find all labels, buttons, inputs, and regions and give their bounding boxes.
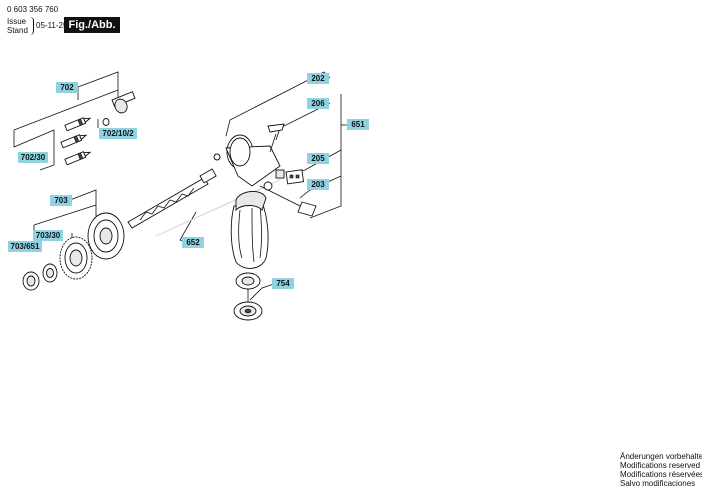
seal-and-end-cap: [233, 272, 263, 321]
callout-754: 754: [272, 278, 294, 289]
drill-bit: [127, 168, 217, 229]
callout-702-10-2-text: 702/10/2: [102, 129, 134, 138]
threaded-bolt: [259, 181, 317, 217]
issue-date: 05-11-25: [36, 21, 68, 30]
callout-203-text: 203: [311, 180, 325, 189]
callout-651: 651: [347, 119, 369, 130]
callout-703-651: 703/651: [8, 241, 42, 252]
stand-label: Stand: [7, 26, 28, 35]
depth-stop-rod: [155, 179, 281, 237]
callout-651-text: 651: [351, 120, 365, 129]
callout-703: 703: [50, 195, 72, 206]
callout-703-651-text: 703/651: [11, 242, 40, 251]
callout-205: 205: [307, 153, 329, 164]
issue-stand-label: Issue Stand: [7, 17, 28, 35]
callout-652-text: 652: [186, 238, 200, 247]
callout-206-text: 206: [311, 99, 325, 108]
small-washer: [102, 118, 110, 126]
part-number: 0 603 356 760: [7, 5, 59, 14]
callout-702-30: 702/30: [18, 152, 48, 163]
handle-grip: [230, 191, 269, 269]
callout-703-text: 703: [54, 196, 68, 205]
figure-badge: Fig./Abb. 2: [64, 17, 120, 47]
modification-notes: Änderungen vorbehalten Modifications res…: [620, 452, 702, 488]
callout-702: 702: [56, 82, 78, 93]
callout-703-30-text: 703/30: [36, 231, 61, 240]
callout-203: 203: [307, 179, 329, 190]
chuck-parts: [22, 212, 125, 291]
cap-screw: [111, 91, 136, 114]
issue-bracket: [29, 17, 34, 35]
issue-label: Issue: [7, 17, 27, 26]
callout-652: 652: [182, 237, 204, 248]
callout-703-30: 703/30: [33, 230, 63, 241]
callout-205-text: 205: [311, 154, 325, 163]
note-french: Modifications réservées: [620, 470, 702, 479]
aux-handle-clamp: [213, 123, 305, 187]
callout-702-10-2: 702/10/2: [99, 128, 137, 139]
callout-202: 202: [307, 73, 329, 84]
callout-702-30-text: 702/30: [21, 153, 46, 162]
note-spanish: Salvo modificaciones: [620, 479, 696, 488]
note-english: Modifications reserved: [620, 461, 701, 470]
callout-702-text: 702: [60, 83, 74, 92]
bit-adapters: [60, 117, 92, 166]
note-german: Änderungen vorbehalten: [620, 452, 702, 461]
callout-754-text: 754: [276, 279, 290, 288]
callout-202-text: 202: [311, 74, 325, 83]
callout-206: 206: [307, 98, 329, 109]
